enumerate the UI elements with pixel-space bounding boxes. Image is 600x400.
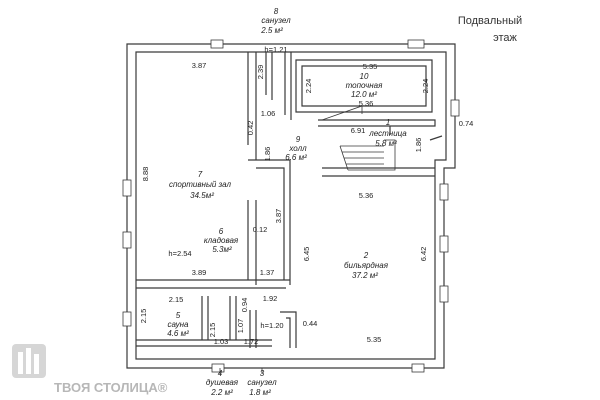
dim-1-03: 1.03: [214, 337, 229, 346]
dim-5-35-billiard: 5.35: [367, 335, 382, 344]
dim-0-74: 0.74: [459, 119, 474, 128]
room-5-area: 4.6 м²: [167, 329, 189, 338]
dim-1-06: 1.06: [261, 109, 276, 118]
room-2-name: бильярдная: [344, 261, 389, 270]
room-1-area: 5.8 м²: [375, 139, 397, 148]
room-4-number: 4: [218, 369, 223, 378]
dim-1-86-stair: 1.86: [414, 138, 423, 153]
room-8-name: санузел: [261, 16, 291, 25]
room-4-area: 2.2 м²: [210, 388, 233, 397]
dim-2-39: 2.39: [256, 65, 265, 80]
room-7-name: спортивный зал: [169, 180, 232, 189]
dim-h-121: h=1.21: [264, 45, 287, 54]
room-7-area: 34.5м²: [190, 191, 214, 200]
room-4-name: душевая: [206, 378, 239, 387]
room-6-number: 6: [219, 227, 224, 236]
room-2-area: 37.2 м²: [352, 271, 378, 280]
dim-5-35: 5.35: [363, 62, 378, 71]
dim-3-89: 3.89: [192, 268, 207, 277]
dim-3-87: 3.87: [192, 61, 207, 70]
inner-walls: [136, 52, 436, 348]
dim-5-36-billiard: 5.36: [359, 191, 374, 200]
room-8-area: 2.5 м²: [260, 26, 283, 35]
dim-5-36: 5.36: [359, 99, 374, 108]
dim-0-42: 0.42: [246, 121, 255, 136]
room-10-name: топочная: [346, 81, 384, 90]
room-6-name: кладовая: [204, 236, 239, 245]
dim-8-88: 8.88: [141, 167, 150, 182]
room-7-number: 7: [198, 170, 203, 179]
dim-0-12: 0.12: [253, 225, 268, 234]
dim-1-92: 1.92: [263, 294, 278, 303]
dim-6-42: 6.42: [419, 247, 428, 262]
room-9-name: холл: [288, 144, 307, 153]
room-10-number: 10: [360, 72, 369, 81]
dim-1-37: 1.37: [260, 268, 275, 277]
staircase: [321, 105, 443, 171]
outer-wall: [126, 43, 456, 369]
dim-0-94: 0.94: [240, 298, 249, 313]
dim-1-86-hall: 1.86: [263, 147, 272, 162]
dim-2-15-top: 2.15: [169, 295, 184, 304]
room-2-number: 2: [363, 251, 369, 260]
room-8-number: 8: [274, 7, 279, 16]
room-10-area: 12.0 м²: [351, 90, 377, 99]
room-1-name: лестница: [368, 129, 407, 138]
dim-6-91: 6.91: [351, 126, 366, 135]
dim-6-45: 6.45: [302, 247, 311, 262]
windows: [122, 39, 460, 373]
room-6-area: 5.3м²: [212, 245, 232, 254]
dim-1-07: 1.07: [236, 319, 245, 334]
room-5-name: сауна: [167, 320, 189, 329]
dim-2-15-left: 2.15: [139, 309, 148, 324]
dim-0-44: 0.44: [303, 319, 318, 328]
dim-3-87-vertical: 3.87: [274, 209, 283, 224]
room-1-number: 1: [386, 118, 390, 127]
room-9-area: 6.6 м²: [285, 153, 307, 162]
room-5-number: 5: [176, 311, 181, 320]
dim-2-15-shower: 2.15: [208, 323, 217, 338]
room-3-area: 1.8 м²: [249, 388, 271, 397]
title-line-1: Подвальный: [458, 15, 522, 27]
brand-text: ТВОЯ СТОЛИЦА®: [54, 380, 168, 395]
room-9-number: 9: [296, 135, 301, 144]
dim-1-72: 1.72: [244, 337, 259, 346]
title-line-2: этаж: [493, 32, 517, 44]
dim-2-24-right: 2.24: [421, 79, 430, 94]
dim-h-254: h=2.54: [168, 249, 191, 258]
room-3-number: 3: [260, 369, 265, 378]
room-3-name: санузел: [247, 378, 277, 387]
dim-2-24-left: 2.24: [304, 79, 313, 94]
brand-logo: [12, 344, 46, 378]
dim-h-120: h=1.20: [260, 321, 283, 330]
